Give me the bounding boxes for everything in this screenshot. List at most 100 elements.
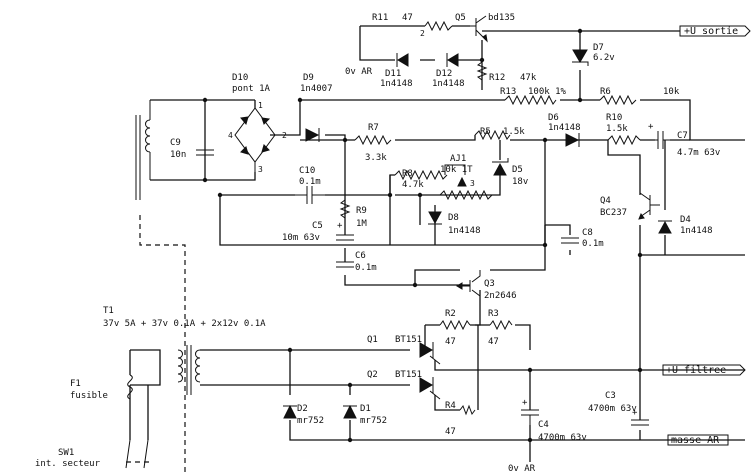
d2-value: mr752 bbox=[297, 416, 324, 426]
c3-ref: C3 bbox=[605, 391, 616, 401]
c4-value: 4700m 63v bbox=[538, 433, 587, 443]
junction-dots bbox=[202, 28, 643, 443]
c6-value: 0.1m bbox=[355, 263, 377, 273]
t1-value: 37v 5A + 37v 0.1A + 2x12v 0.1A bbox=[103, 319, 266, 329]
resistor-r5: R5 1.5k bbox=[474, 127, 525, 141]
q3-value: 2n2646 bbox=[484, 291, 517, 301]
trimmer-aj1: AJ1 10k 1T 3 bbox=[439, 154, 493, 201]
c9-value: 10n bbox=[170, 150, 186, 160]
c4-ref: C4 bbox=[538, 420, 549, 430]
diode-d12: D12 1n4148 bbox=[432, 53, 465, 89]
d6-value: 1n4148 bbox=[548, 123, 581, 133]
r3-value: 47 bbox=[488, 337, 499, 347]
zero-v-ar-label-bottom: 0v AR bbox=[508, 464, 536, 474]
resistor-r12: R12 47k bbox=[476, 61, 537, 83]
sw1-value: int. secteur bbox=[35, 459, 101, 469]
svg-text:+: + bbox=[632, 408, 638, 418]
c3-value: 4700m 63v bbox=[588, 404, 637, 414]
diode-d11: D11 1n4148 bbox=[380, 53, 413, 89]
svg-text:2: 2 bbox=[282, 131, 287, 140]
f1-ref: F1 bbox=[70, 379, 81, 389]
svg-text:+: + bbox=[337, 221, 343, 231]
d12-value: 1n4148 bbox=[432, 79, 465, 89]
capacitor-c9: C9 10n bbox=[170, 138, 214, 165]
bridge-rectifier-d10: D10 pont 1A 4 2 1 3 bbox=[228, 73, 287, 174]
f1-value: fusible bbox=[70, 391, 108, 401]
fuse-f1: F1 fusible bbox=[70, 374, 133, 401]
ujt-q3: Q3 2n2646 bbox=[456, 270, 517, 301]
d9-ref: D9 bbox=[303, 73, 314, 83]
d2-ref: D2 bbox=[297, 404, 308, 414]
diode-d1: D1 mr752 bbox=[343, 404, 387, 426]
r10-value: 1.5k bbox=[606, 124, 628, 134]
d10-ref: D10 bbox=[232, 73, 248, 83]
q1-value: BT151 bbox=[395, 335, 422, 345]
r10-ref: R10 bbox=[606, 113, 622, 123]
d4-value: 1n4148 bbox=[680, 226, 713, 236]
r3-ref: R3 bbox=[488, 309, 499, 319]
transformer-t1: T1 37v 5A + 37v 0.1A + 2x12v 0.1A bbox=[103, 306, 266, 395]
capacitor-c3: + C3 4700m 63v bbox=[588, 391, 649, 426]
r9-ref: R9 bbox=[356, 206, 367, 216]
aj1-value: 10k 1T bbox=[440, 165, 473, 175]
d10-value: pont 1A bbox=[232, 84, 271, 94]
resistor-r10: R10 1.5k bbox=[606, 113, 641, 146]
resistor-r8: R8 4.7k bbox=[394, 169, 448, 190]
q2-ref: Q2 bbox=[367, 370, 378, 380]
d5-ref: D5 bbox=[512, 165, 523, 175]
q3-ref: Q3 bbox=[484, 279, 495, 289]
svg-text:1: 1 bbox=[258, 101, 263, 110]
r7-ref: R7 bbox=[368, 123, 379, 133]
transistor-q4: Q4 BC237 bbox=[600, 192, 660, 220]
q5-value: bd135 bbox=[488, 13, 515, 23]
diode-d6: D6 1n4148 bbox=[548, 113, 581, 147]
r2-ref: R2 bbox=[445, 309, 456, 319]
u-filtree-text: +U filtree bbox=[666, 365, 726, 376]
q5-ref: Q5 bbox=[455, 13, 466, 23]
d7-ref: D7 bbox=[593, 43, 604, 53]
q4-ref: Q4 bbox=[600, 196, 611, 206]
resistor-r9: R9 1M bbox=[339, 199, 367, 229]
q2-value: BT151 bbox=[395, 370, 422, 380]
d11-value: 1n4148 bbox=[380, 79, 413, 89]
r11-value: 47 bbox=[402, 13, 413, 23]
svg-text:3: 3 bbox=[470, 179, 475, 188]
resistor-r13: R13 100k 1% bbox=[500, 87, 567, 106]
resistor-r11: R11 47 2 bbox=[372, 13, 453, 38]
capacitor-c10: C10 0.1m bbox=[295, 166, 325, 204]
capacitor-c8: C8 0.1m bbox=[561, 228, 604, 249]
svg-text:2: 2 bbox=[420, 29, 425, 38]
r8-value: 4.7k bbox=[402, 180, 424, 190]
svg-text:+: + bbox=[648, 122, 654, 132]
aj1-ref: AJ1 bbox=[450, 154, 466, 164]
r6-ref: R6 bbox=[600, 87, 611, 97]
resistor-r3: R3 47 bbox=[488, 309, 513, 347]
transistor-q5: Q5 bd135 bbox=[455, 13, 515, 43]
resistor-r4: R4 47 bbox=[445, 401, 476, 437]
transformer-secondary-aux bbox=[135, 100, 151, 200]
net-label-u-sortie: +U sortie bbox=[679, 25, 751, 37]
d4-ref: D4 bbox=[680, 215, 691, 225]
c7-value: 4.7m 63v bbox=[677, 148, 720, 158]
diode-d2: D2 mr752 bbox=[283, 404, 324, 426]
net-label-u-filtree: +U filtree bbox=[662, 364, 746, 376]
q1-ref: Q1 bbox=[367, 335, 378, 345]
c10-value: 0.1m bbox=[299, 177, 321, 187]
d7-value: 6.2v bbox=[593, 53, 615, 63]
diode-d9: D9 1n4007 bbox=[300, 73, 333, 142]
c7-ref: C7 bbox=[677, 131, 688, 141]
c5-ref: C5 bbox=[312, 221, 323, 231]
c8-ref: C8 bbox=[582, 228, 593, 238]
d8-value: 1n4148 bbox=[448, 226, 481, 236]
wires bbox=[129, 25, 745, 475]
r12-ref: R12 bbox=[489, 73, 505, 83]
d5-value: 18v bbox=[512, 177, 528, 187]
net-label-masse-ar: masse AR bbox=[667, 434, 729, 446]
r11-ref: R11 bbox=[372, 13, 388, 23]
r4-value: 47 bbox=[445, 427, 456, 437]
r5-value: 1.5k bbox=[503, 127, 525, 137]
zener-d7: D7 6.2v bbox=[572, 43, 615, 66]
zero-v-ar-label-top: 0v AR bbox=[345, 67, 373, 77]
c5-value: 10m 63v bbox=[282, 233, 320, 243]
